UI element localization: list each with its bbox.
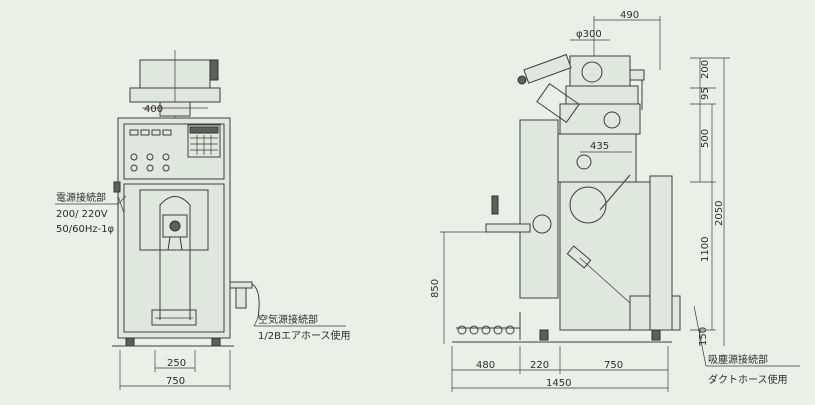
dim-435: 435 bbox=[590, 141, 609, 152]
dim-400: 400 bbox=[144, 104, 163, 115]
dim-phi300: φ300 bbox=[576, 29, 602, 40]
dim-200: 200 bbox=[700, 60, 711, 79]
dim-490: 490 bbox=[620, 10, 639, 21]
dim-1450: 1450 bbox=[546, 378, 571, 389]
duct-label: ダクトホース使用 bbox=[708, 373, 788, 386]
suction-connection-label: 吸塵源接続部 ダクトホース使用 bbox=[693, 305, 800, 386]
dim-150: 150 bbox=[698, 327, 709, 346]
dim-750-side: 750 bbox=[604, 360, 623, 371]
suction-label: 吸塵源接続部 bbox=[708, 353, 768, 366]
voltage-label: 200/ 220V bbox=[56, 209, 108, 220]
air-connection-label: 空気源接続部 1/2Bエアホース使用 bbox=[253, 313, 350, 342]
roller-conveyor bbox=[457, 325, 515, 335]
air-label: 空気源接続部 bbox=[258, 313, 318, 326]
dim-750-front: 750 bbox=[166, 376, 185, 387]
control-buttons bbox=[129, 129, 172, 172]
dim-95: 95 bbox=[700, 87, 711, 100]
weighing-unit bbox=[159, 196, 191, 251]
dim-220: 220 bbox=[530, 360, 549, 371]
power-label: 電源接続部 bbox=[56, 191, 106, 204]
air-hose-label: 1/2Bエアホース使用 bbox=[258, 329, 350, 342]
side-view: 490 φ300 435 200 95 500 1100 2050 150 85… bbox=[430, 10, 800, 392]
dim-850: 850 bbox=[430, 279, 441, 298]
air-filter bbox=[229, 281, 260, 319]
dim-2050: 2050 bbox=[714, 201, 725, 226]
front-view: 400 bbox=[55, 50, 350, 390]
power-connection-label: 電源接続部 200/ 220V 50/60Hz-1φ bbox=[55, 191, 127, 235]
dim-1100: 1100 bbox=[700, 237, 711, 262]
dim-500: 500 bbox=[700, 129, 711, 148]
dim-480: 480 bbox=[476, 360, 495, 371]
keypad-panel bbox=[187, 124, 221, 158]
dim-250: 250 bbox=[167, 358, 186, 369]
freq-label: 50/60Hz-1φ bbox=[56, 224, 115, 235]
